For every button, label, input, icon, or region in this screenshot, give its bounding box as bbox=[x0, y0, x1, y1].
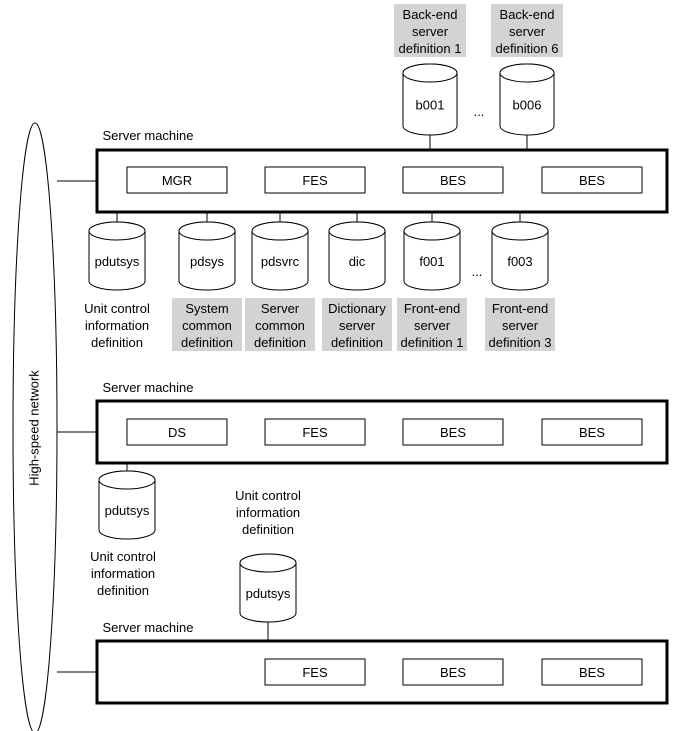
bottom-db-label-5-line: Front-end bbox=[404, 301, 460, 316]
process-bes-box bbox=[402, 658, 504, 686]
process-bes: BES bbox=[440, 665, 466, 680]
cylinder-top bbox=[88, 221, 146, 241]
bottom-db-label-2-bg bbox=[172, 298, 242, 351]
machine3-title: Server machine bbox=[102, 620, 193, 635]
top-db-label-2-bg bbox=[491, 4, 563, 57]
network-label: High-speed network bbox=[26, 370, 41, 486]
cylinder-top bbox=[251, 221, 309, 241]
cylinder-pdutsys-m3 bbox=[239, 553, 297, 623]
bottom-db-label-6-bg bbox=[485, 298, 555, 351]
process-fes: FES bbox=[302, 665, 328, 680]
database-name: b006 bbox=[513, 98, 542, 113]
cylinder-pdutsys-m2 bbox=[98, 470, 156, 540]
machine1-title: Server machine bbox=[102, 128, 193, 143]
bottom-db-label-4-line: Dictionary bbox=[328, 301, 386, 316]
database-name: dic bbox=[349, 254, 366, 269]
database-name: b001 bbox=[416, 98, 445, 113]
cylinder-b006 bbox=[499, 63, 555, 136]
process-bes-box bbox=[541, 658, 643, 686]
process-mgr-box bbox=[126, 166, 228, 194]
process-ds-box bbox=[126, 418, 228, 446]
process-bes: BES bbox=[440, 173, 466, 188]
top-db-label-1-line: definition 1 bbox=[399, 41, 462, 56]
process-bes-box bbox=[541, 166, 643, 194]
process-fes-box bbox=[264, 166, 366, 194]
bottom-db-label-3-line: Server bbox=[261, 301, 300, 316]
machine3-db-label-line: information bbox=[236, 505, 300, 520]
process-mgr: MGR bbox=[162, 173, 192, 188]
process-bes: BES bbox=[579, 425, 605, 440]
process-bes-box bbox=[541, 418, 643, 446]
bottom-db-label-4-line: server bbox=[339, 318, 376, 333]
cylinder-pdsys bbox=[178, 221, 236, 291]
bottom-db-label-3-line: common bbox=[255, 318, 305, 333]
database-name: pdutsys bbox=[246, 586, 291, 601]
bottom-db-label-5-line: definition 1 bbox=[401, 335, 464, 350]
process-fes-box bbox=[264, 418, 366, 446]
cylinder-pdsvrc bbox=[251, 221, 309, 291]
bottom-db-label-3-line: definition bbox=[254, 335, 306, 350]
process-fes-box bbox=[264, 658, 366, 686]
cylinder-top bbox=[98, 470, 156, 490]
cylinder-f001 bbox=[403, 221, 461, 291]
cylinder-top bbox=[239, 553, 297, 573]
top-db-label-2-line: definition 6 bbox=[496, 41, 559, 56]
process-bes: BES bbox=[579, 173, 605, 188]
bottom-db-label-5-bg bbox=[397, 298, 467, 351]
top-db-label-2-line: server bbox=[509, 24, 546, 39]
process-bes: BES bbox=[579, 665, 605, 680]
process-ds: DS bbox=[168, 425, 186, 440]
bottom-db-label-4-bg bbox=[322, 298, 392, 351]
top-db-label-1-line: Back-end bbox=[403, 7, 458, 22]
bottom-db-label-2-line: definition bbox=[181, 335, 233, 350]
cylinder-b001 bbox=[402, 63, 458, 136]
database-name: pdutsys bbox=[95, 254, 140, 269]
bottom-db-label-5-line: server bbox=[414, 318, 451, 333]
bottom-db-label-3-bg bbox=[245, 298, 315, 351]
top-db-label-1-bg bbox=[394, 4, 466, 57]
cylinder-top bbox=[491, 221, 549, 241]
machine3-db-label-line: Unit control bbox=[235, 488, 301, 503]
bottom-db-label-6-line: definition 3 bbox=[489, 335, 552, 350]
bottom-db-label-6-line: server bbox=[502, 318, 539, 333]
cylinder-f003 bbox=[491, 221, 549, 291]
bottom-db-label-2-line: System bbox=[185, 301, 228, 316]
bottom-db-label-4-line: definition bbox=[331, 335, 383, 350]
machine2-db-label-line: Unit control bbox=[90, 549, 156, 564]
ellipsis-bottom: ... bbox=[472, 264, 483, 279]
machine3-db-label-line: definition bbox=[242, 522, 294, 537]
network-ellipse bbox=[12, 122, 58, 731]
cylinder-top bbox=[402, 63, 458, 83]
cylinder-top bbox=[178, 221, 236, 241]
bottom-db-label-1-line: information bbox=[85, 318, 149, 333]
process-bes-box bbox=[402, 418, 504, 446]
cylinder-pdutsys bbox=[88, 221, 146, 291]
cylinder-top bbox=[499, 63, 555, 83]
cylinder-dic bbox=[328, 221, 386, 291]
machine2-db-label-line: information bbox=[91, 566, 155, 581]
top-db-label-1-line: server bbox=[412, 24, 449, 39]
cylinder-top bbox=[328, 221, 386, 241]
top-db-label-2-line: Back-end bbox=[500, 7, 555, 22]
database-name: f001 bbox=[419, 254, 444, 269]
machine2-db-label-line: definition bbox=[97, 583, 149, 598]
process-bes: BES bbox=[440, 425, 466, 440]
bottom-db-label-6-line: Front-end bbox=[492, 301, 548, 316]
cylinder-top bbox=[403, 221, 461, 241]
process-fes: FES bbox=[302, 173, 328, 188]
ellipsis-top: ... bbox=[474, 104, 485, 119]
process-bes-box bbox=[402, 166, 504, 194]
bottom-db-label-1-line: Unit control bbox=[84, 301, 150, 316]
bottom-db-label-2-line: common bbox=[182, 318, 232, 333]
database-name: pdutsys bbox=[105, 503, 150, 518]
database-name: pdsys bbox=[190, 254, 224, 269]
database-name: pdsvrc bbox=[261, 254, 300, 269]
process-fes: FES bbox=[302, 425, 328, 440]
database-name: f003 bbox=[507, 254, 532, 269]
bottom-db-label-1-line: definition bbox=[91, 335, 143, 350]
machine2-title: Server machine bbox=[102, 380, 193, 395]
